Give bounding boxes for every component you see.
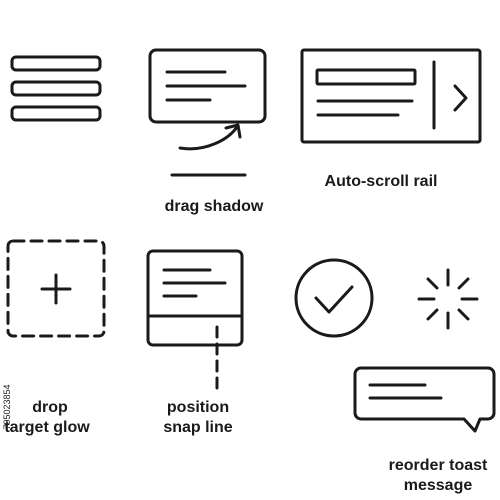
label-reorder-toast-line2: message: [403, 477, 473, 494]
drag-handle-icon: [10, 55, 102, 122]
auto-scroll-rail-icon: [300, 48, 482, 144]
label-auto-scroll-rail: Auto-scroll rail: [324, 173, 438, 190]
label-drop-target-glow-line2: target glow: [4, 419, 90, 436]
label-position-snap-line-line1: position: [166, 399, 230, 416]
label-drop-target-glow-line1: drop: [32, 399, 68, 416]
toast-message-icon: [353, 366, 496, 433]
snap-line-icon: [146, 249, 244, 392]
drag-shadow-card-icon: [148, 48, 267, 177]
label-position-snap-line: position snap line: [150, 398, 246, 438]
stock-id-text: 795023854: [2, 384, 12, 430]
check-circle-icon: [294, 258, 374, 338]
label-drop-target-glow: drop target glow: [0, 398, 100, 438]
label-position-snap-line-line2: snap line: [163, 419, 233, 436]
burst-icon: [417, 268, 479, 330]
label-drag-shadow: drag shadow: [164, 198, 264, 215]
label-reorder-toast-message: reorder toast message: [380, 456, 496, 496]
label-reorder-toast-line1: reorder toast: [388, 457, 488, 474]
drop-target-icon: [6, 239, 106, 338]
